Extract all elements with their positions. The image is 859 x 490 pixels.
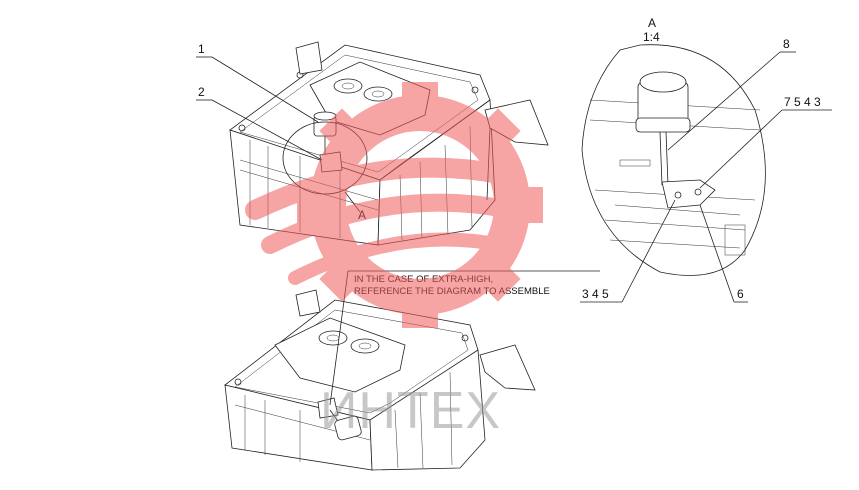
gear-tooth — [513, 187, 543, 223]
watermark-text: ИНТЕХ — [320, 382, 501, 440]
svg-text:6: 6 — [737, 287, 744, 301]
detail-view-label: A — [648, 16, 656, 30]
svg-text:3 4 5: 3 4 5 — [582, 287, 609, 301]
beacon-light-bottom — [317, 397, 362, 441]
bottom-machine-view — [224, 289, 536, 471]
swoosh-stripe — [288, 232, 507, 285]
svg-text:1: 1 — [198, 42, 205, 56]
swoosh-stripe — [261, 193, 519, 254]
callout-1: 1 — [196, 42, 319, 123]
gear-icon — [245, 82, 543, 328]
callout-6: 6 — [699, 204, 748, 303]
svg-text:7 5 4 3: 7 5 4 3 — [784, 95, 821, 109]
callout-2: 2 — [196, 85, 323, 161]
callout-345: 3 4 5 — [580, 199, 676, 303]
svg-text:2: 2 — [198, 85, 205, 99]
gear-tooth — [402, 298, 438, 328]
detail-scale: 1:4 — [643, 30, 660, 44]
callout-8: 8 — [667, 37, 796, 151]
detail-view-a — [581, 44, 766, 276]
swoosh-stripe — [245, 157, 515, 220]
gear-tooth — [402, 82, 438, 112]
watermark-logo — [245, 82, 543, 328]
svg-text:8: 8 — [783, 37, 790, 51]
callout-7543: 7 5 4 3 — [699, 95, 832, 189]
